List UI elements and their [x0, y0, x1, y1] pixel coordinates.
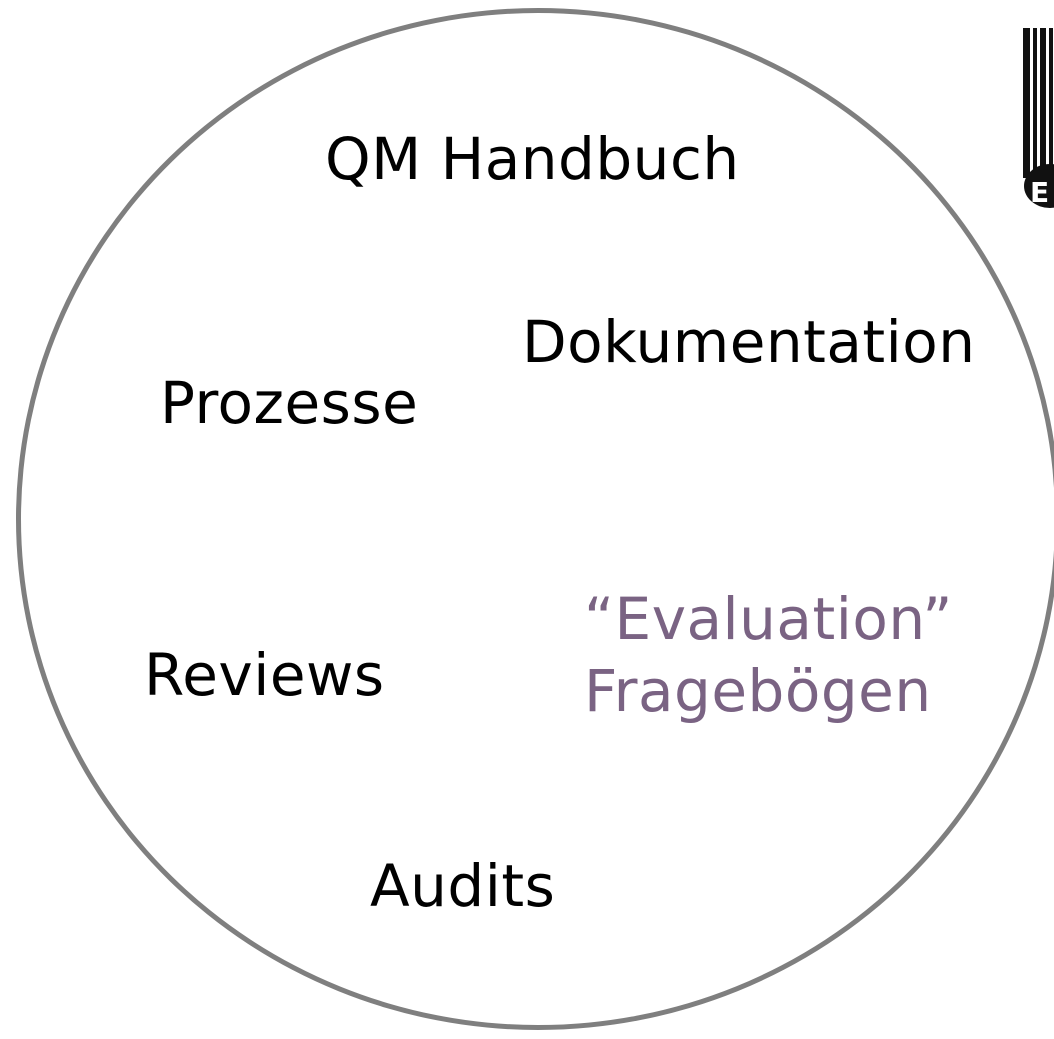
institution-logo-icon: E — [1023, 28, 1054, 208]
label-reviews: Reviews — [144, 641, 385, 709]
topic-circle — [16, 8, 1054, 1030]
highlight-line-2: Fragebögen — [584, 657, 932, 725]
logo-badge — [1024, 164, 1054, 208]
logo-bar — [1049, 28, 1053, 178]
label-prozesse: Prozesse — [160, 369, 419, 437]
label-dokumentation: Dokumentation — [522, 308, 976, 376]
logo-bar — [1023, 28, 1030, 178]
highlight-evaluation-label: “Evaluation” Fragebögen — [584, 583, 953, 727]
label-qm-handbuch: QM Handbuch — [325, 125, 740, 193]
logo-letter: E — [1030, 176, 1049, 208]
label-audits: Audits — [370, 852, 556, 920]
logo-bar — [1040, 28, 1046, 178]
highlight-line-1: “Evaluation” — [584, 585, 953, 653]
logo-bar — [1033, 28, 1037, 178]
